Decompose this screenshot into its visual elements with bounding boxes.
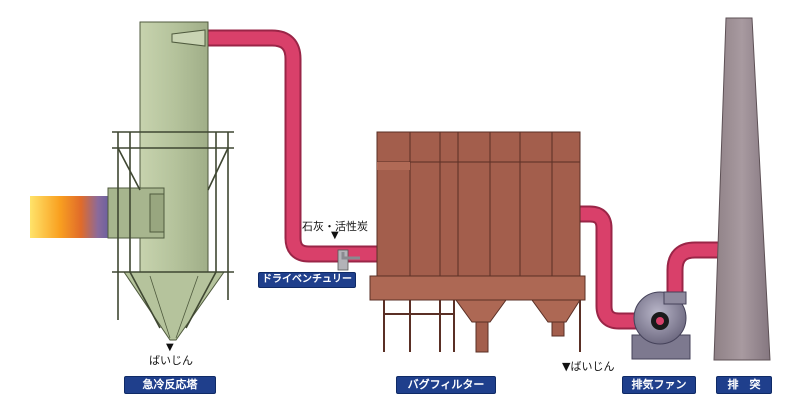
burner-flame — [30, 196, 115, 238]
filter-dust-label: ▼ばいじん — [562, 360, 615, 373]
drive-venturi-badge: ドライベンチュリー — [258, 272, 356, 288]
bag-filter — [369, 131, 586, 353]
dry-venturi — [337, 249, 360, 271]
feed-arrow-icon: ▼ — [331, 230, 339, 241]
tower-dust-arrow-icon: ▼ — [166, 342, 174, 353]
bag-filter-badge: バグフィルター — [396, 376, 496, 394]
quench-tower-badge: 急冷反応塔 — [124, 376, 216, 394]
exhaust-fan — [631, 291, 691, 360]
gas-duct — [205, 29, 722, 330]
exhaust-stack — [713, 17, 771, 361]
quench-reaction-tower — [107, 21, 234, 341]
exhaust-fan-badge: 排気ファン — [622, 376, 696, 394]
stack-badge: 排 突 — [716, 376, 772, 394]
tower-dust-label: ばいじん — [149, 354, 193, 367]
lime-activated-carbon-label: 石灰・活性炭 — [302, 220, 368, 233]
